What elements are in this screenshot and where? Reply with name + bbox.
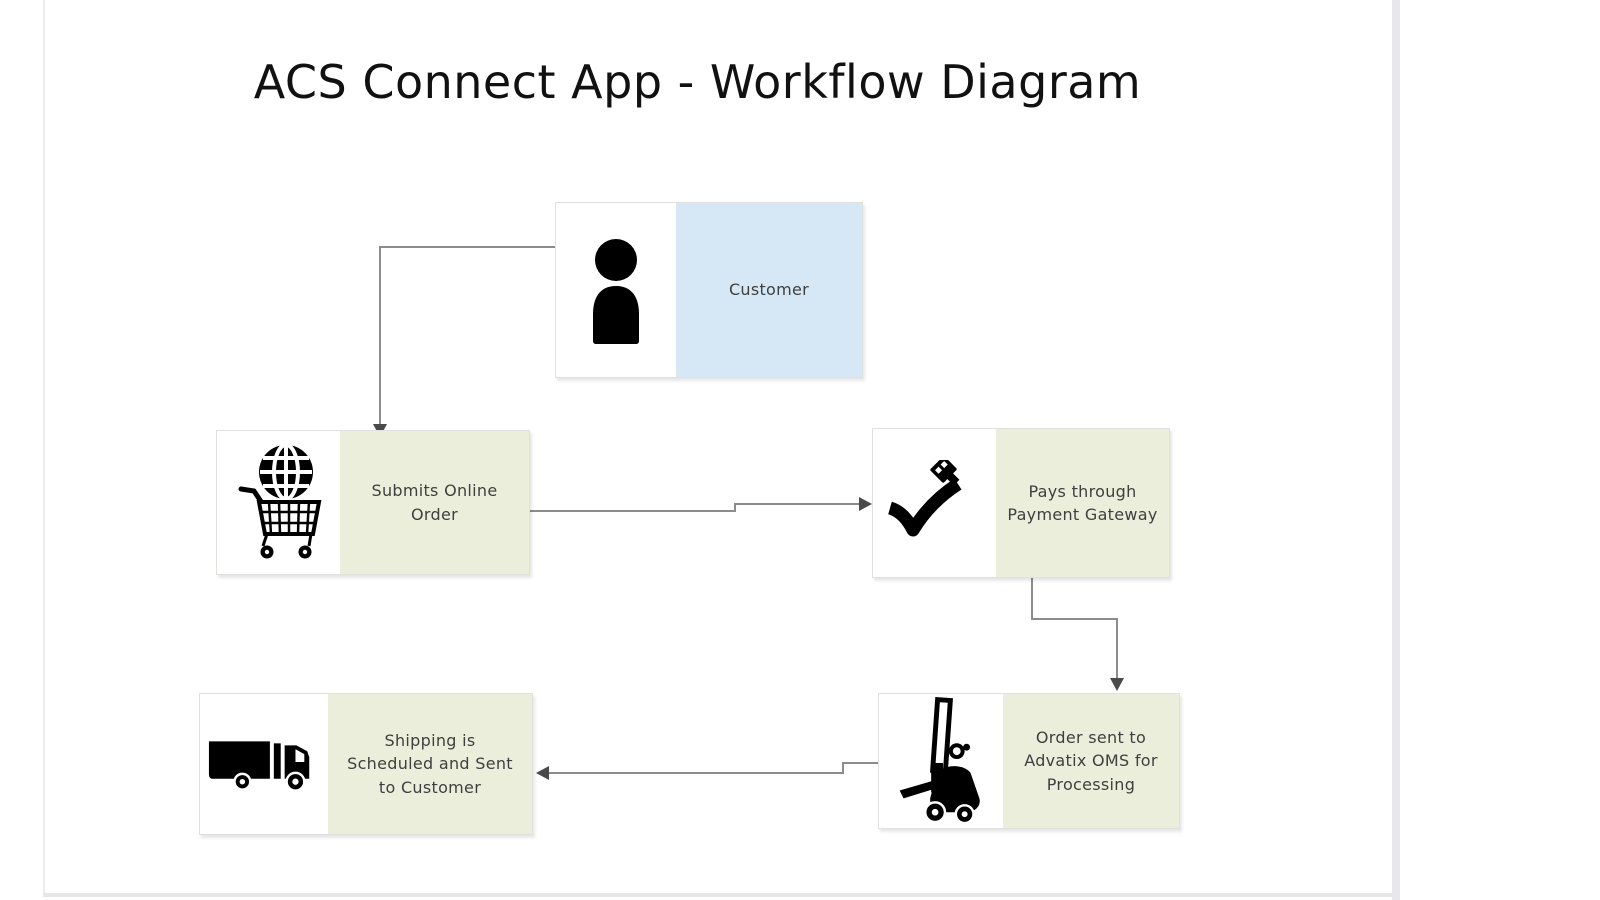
node-customer[interactable]: Customer	[555, 202, 863, 378]
arrowhead-left-shipping	[536, 766, 549, 780]
node-label-customer: Customer	[676, 203, 862, 377]
canvas-left-border	[43, 0, 45, 895]
node-label-submits-online-order: Submits Online Order	[340, 431, 529, 574]
delivery-truck-icon	[200, 694, 328, 834]
node-label-shipping-scheduled: Shipping is Scheduled and Sent to Custom…	[328, 694, 532, 834]
node-label-pays-through-payment-gateway: Pays through Payment Gateway	[996, 429, 1169, 577]
node-pays-through-payment-gateway[interactable]: Pays through Payment Gateway	[872, 428, 1170, 578]
connector-pays-to-order	[1031, 578, 1118, 678]
connector-order-to-shipping	[549, 762, 878, 774]
checkmark-plug-icon	[873, 429, 996, 577]
canvas-bottom-border	[43, 893, 1392, 897]
person-icon	[556, 203, 676, 377]
connector-customer-to-submits	[379, 246, 555, 424]
vertical-scrollbar[interactable]	[1392, 0, 1400, 900]
arrowhead-down-order	[1110, 678, 1124, 691]
node-order-sent-to-advatix-oms[interactable]: Order sent to Advatix OMS for Processing	[878, 693, 1180, 829]
arrowhead-right-pays	[859, 497, 872, 511]
connector-submits-to-pays	[530, 503, 859, 512]
forklift-icon	[879, 694, 1003, 828]
node-shipping-scheduled[interactable]: Shipping is Scheduled and Sent to Custom…	[199, 693, 533, 835]
globe-shopping-cart-icon	[217, 431, 340, 574]
node-label-order-sent-to-advatix-oms: Order sent to Advatix OMS for Processing	[1003, 694, 1179, 828]
node-submits-online-order[interactable]: Submits Online Order	[216, 430, 530, 575]
page-title: ACS Connect App - Workflow Diagram	[253, 55, 1142, 109]
